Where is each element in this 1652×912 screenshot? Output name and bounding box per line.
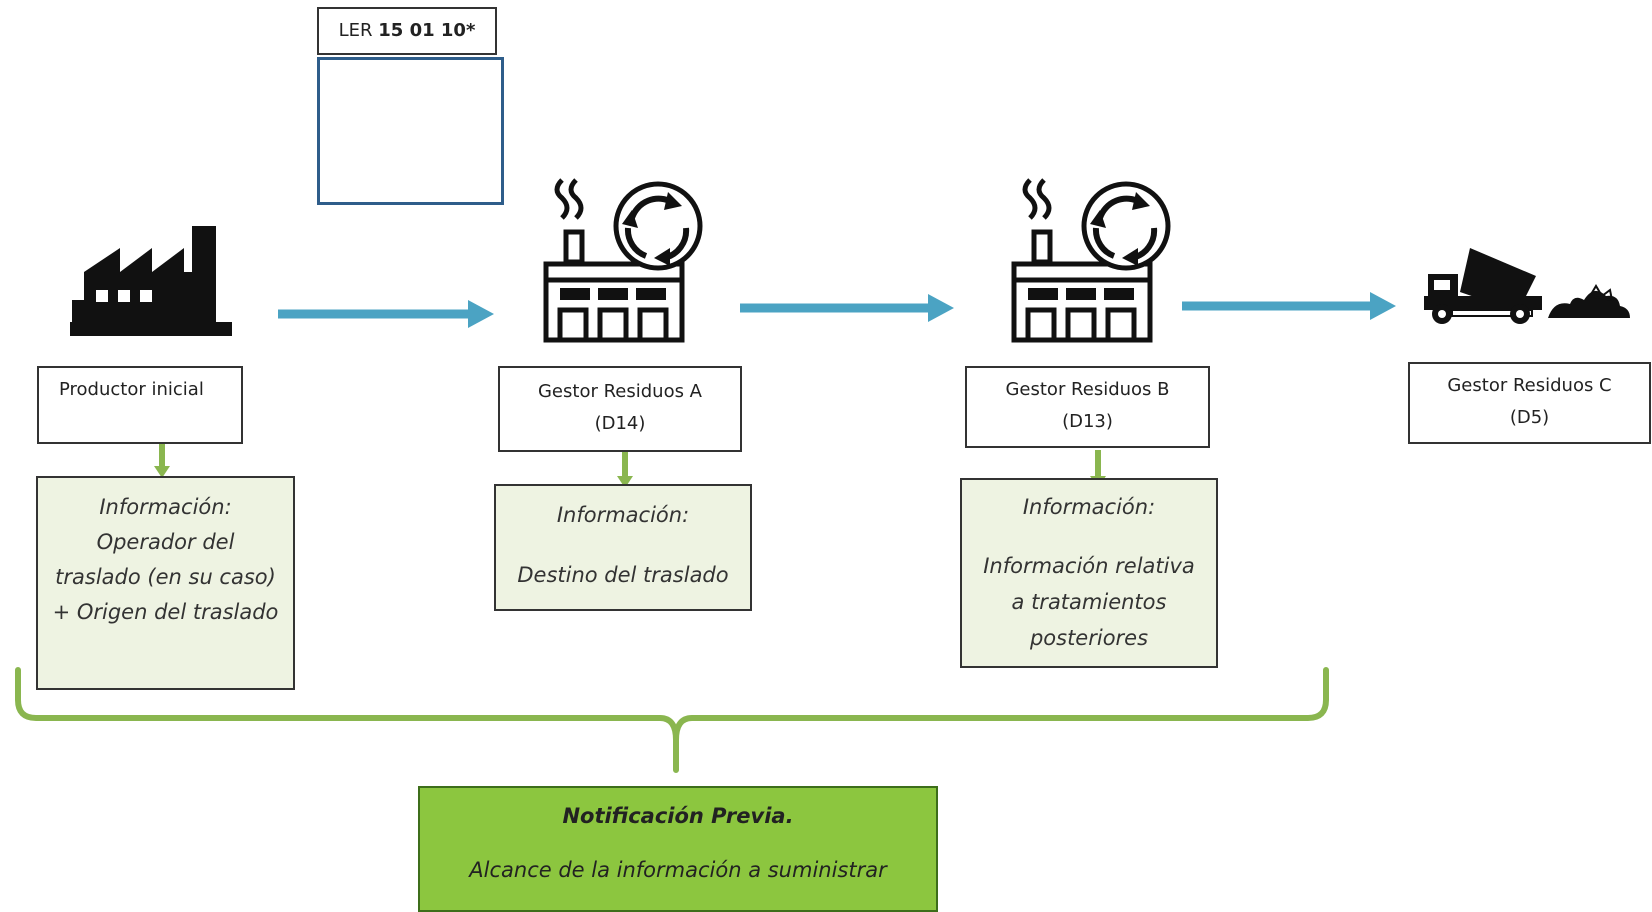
node-gestor-a: Gestor Residuos A (D14)	[498, 366, 742, 452]
flow-arrow-3	[1182, 292, 1396, 320]
dump-truck-icon	[1424, 248, 1630, 324]
info-gestor-b-line-2: a tratamientos	[1011, 590, 1167, 614]
ler-prefix: LER	[338, 20, 373, 41]
factory-icon	[70, 226, 232, 336]
node-productor-inicial: Productor inicial	[37, 366, 243, 444]
scope-brace	[15, 667, 1329, 773]
node-gestor-b: Gestor Residuos B (D13)	[965, 366, 1210, 448]
info-productor-line-3: + Origen del traslado	[52, 600, 279, 624]
recycling-plant-icon-b	[1011, 178, 1171, 343]
green-connector-gestor-a	[617, 450, 633, 488]
recycling-plant-icon-a	[543, 178, 703, 343]
info-gestor-b-line-1: Información relativa	[983, 554, 1195, 578]
info-box-productor: Información: Operador del traslado (en s…	[36, 476, 295, 690]
ler-code-label: LER 15 01 10*	[317, 7, 497, 55]
waste-icons-frame	[317, 57, 504, 205]
info-gestor-b-line-3: posteriores	[1029, 626, 1149, 650]
flow-arrow-2	[740, 294, 954, 322]
notification-subtitle: Alcance de la información a suministrar	[469, 858, 887, 882]
notification-title: Notificación Previa.	[562, 804, 794, 828]
gestor-b-code: (D13)	[1062, 411, 1113, 432]
gestor-c-code: (D5)	[1509, 407, 1550, 428]
info-productor-title: Información:	[99, 495, 232, 519]
node-gestor-c: Gestor Residuos C (D5)	[1408, 362, 1651, 444]
info-box-gestor-b: Información: Información relativa a trat…	[960, 478, 1218, 668]
info-gestor-b-title: Información:	[1022, 495, 1156, 519]
info-productor-line-2: traslado (en su caso)	[55, 565, 276, 589]
flow-arrow-1	[278, 300, 494, 328]
notification-box: Notificación Previa. Alcance de la infor…	[418, 786, 938, 912]
info-gestor-a-title: Información:	[556, 503, 690, 527]
ler-code: 15 01 10*	[378, 20, 476, 41]
gestor-c-name: Gestor Residuos C	[1447, 375, 1612, 396]
gestor-b-name: Gestor Residuos B	[1005, 379, 1170, 400]
info-productor-line-1: Operador del	[96, 530, 235, 554]
productor-label: Productor inicial	[59, 379, 204, 400]
gestor-a-name: Gestor Residuos A	[537, 381, 702, 402]
info-gestor-a-line-1: Destino del traslado	[517, 563, 729, 587]
gestor-a-code: (D14)	[594, 413, 646, 434]
info-box-gestor-a: Información: Destino del traslado	[494, 484, 752, 611]
